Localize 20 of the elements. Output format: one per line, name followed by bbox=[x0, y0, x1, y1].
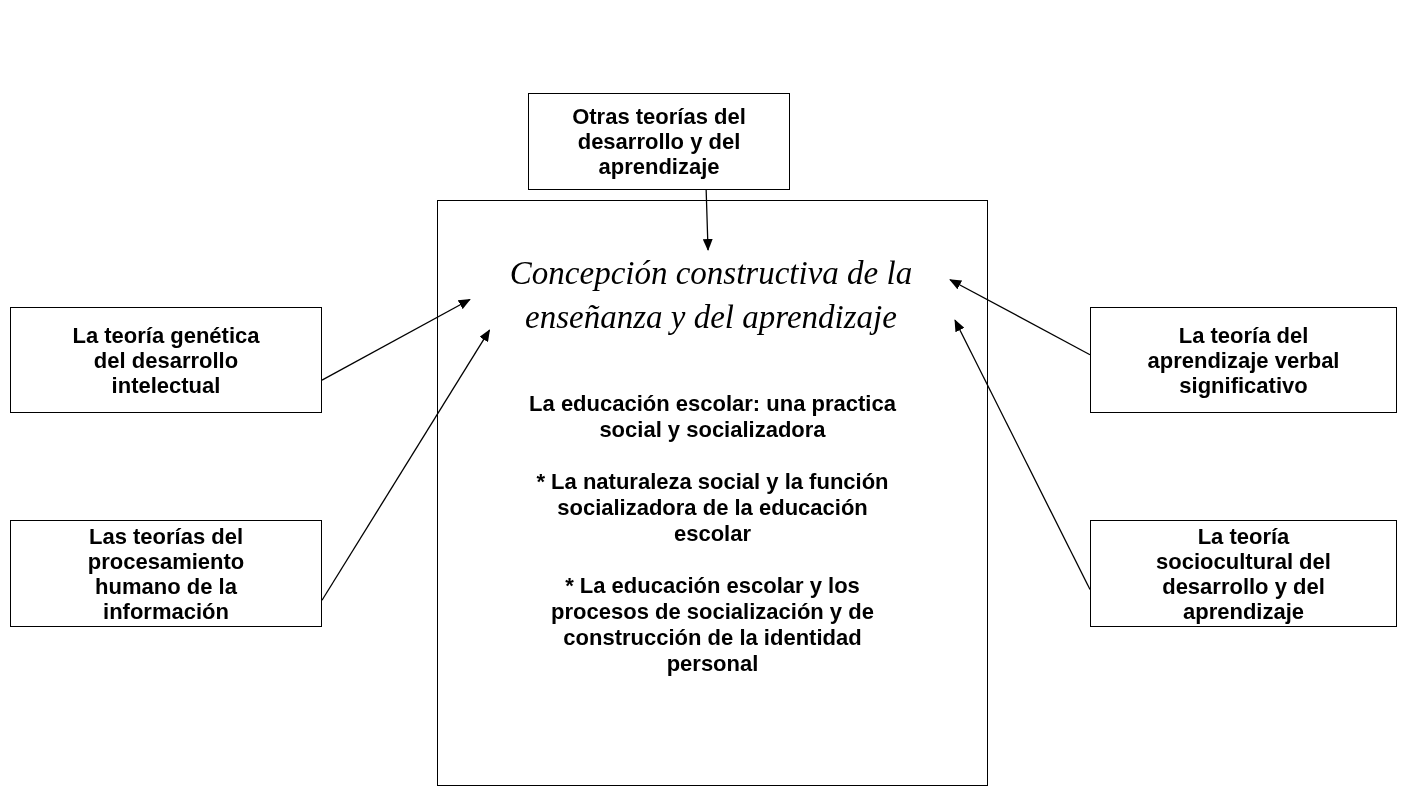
arrow bbox=[954, 319, 1091, 591]
box-label: La teoría del aprendizaje verbal significativo bbox=[1146, 322, 1341, 398]
arrow bbox=[702, 189, 713, 251]
box-label: La teoría sociocultural del desarrollo y del aprendizaje bbox=[1155, 523, 1332, 624]
body-text: * La naturaleza social y la función socializadora de la educación escolar bbox=[535, 469, 890, 547]
arrow bbox=[321, 329, 491, 601]
text-box bbox=[10, 307, 322, 413]
box-label: Las teorías del procesamiento humano de la información bbox=[86, 523, 246, 624]
text-box bbox=[10, 520, 322, 627]
box-label: La teoría genética del desarrollo intelectual bbox=[71, 322, 261, 398]
text-box bbox=[1090, 520, 1397, 627]
title-text: Concepción constructiva de la enseñanza y del aprendizaje bbox=[466, 251, 956, 341]
text-box bbox=[437, 200, 988, 786]
arrow bbox=[321, 298, 471, 381]
text-box bbox=[1090, 307, 1397, 413]
box-label: Otras teorías del desarrollo y del aprendizaje bbox=[571, 104, 747, 179]
body-text: * La educación escolar y los procesos de socialización y de construcción de la identidad personal bbox=[550, 573, 875, 677]
body-text: La educación escolar: una practica social y socializadora bbox=[528, 391, 897, 443]
arrow bbox=[949, 279, 1091, 356]
text-box bbox=[528, 93, 790, 190]
